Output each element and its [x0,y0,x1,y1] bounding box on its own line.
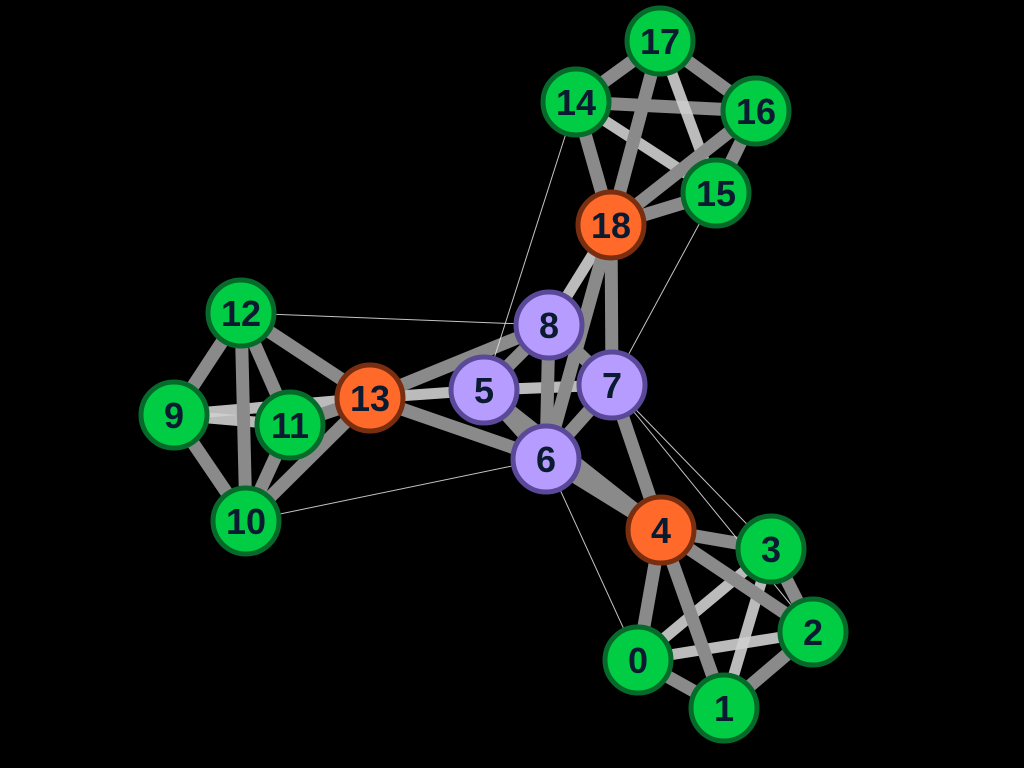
node-label-11: 11 [271,405,309,446]
node-13[interactable]: 13 [334,362,406,434]
node-11[interactable]: 11 [254,389,326,461]
node-label-1: 1 [714,688,734,729]
node-circle-16 [720,75,792,147]
node-0[interactable]: 0 [602,624,674,696]
node-18[interactable]: 18 [575,189,647,261]
node-circle-13 [334,362,406,434]
node-circle-15 [680,157,752,229]
node-label-14: 14 [556,82,596,123]
node-circle-2 [777,596,849,668]
edge-3-7 [611,384,772,550]
node-label-4: 4 [651,510,671,551]
edge-2-7 [611,384,814,633]
node-circle-7 [576,349,648,421]
node-2[interactable]: 2 [777,596,849,668]
edge-10-6 [245,458,547,522]
node-label-9: 9 [164,395,184,436]
node-9[interactable]: 9 [138,379,210,451]
node-circle-14 [540,66,612,138]
node-label-0: 0 [628,640,648,681]
node-label-12: 12 [221,293,261,334]
node-circle-1 [688,672,760,744]
node-8[interactable]: 8 [513,289,585,361]
node-7[interactable]: 7 [576,349,648,421]
node-circle-4 [625,494,697,566]
node-15[interactable]: 15 [680,157,752,229]
node-circle-3 [735,513,807,585]
node-label-7: 7 [602,365,622,406]
node-circle-5 [448,354,520,426]
node-circle-9 [138,379,210,451]
node-4[interactable]: 4 [625,494,697,566]
node-label-3: 3 [761,529,781,570]
edge-15-7 [611,192,717,386]
node-label-13: 13 [350,378,390,419]
node-1[interactable]: 1 [688,672,760,744]
node-circle-10 [210,485,282,557]
node-circle-6 [510,423,582,495]
node-circle-17 [624,5,696,77]
node-circle-12 [205,277,277,349]
node-label-5: 5 [474,370,494,411]
node-circle-0 [602,624,674,696]
node-16[interactable]: 16 [720,75,792,147]
edge-0-6 [545,458,639,661]
node-5[interactable]: 5 [448,354,520,426]
node-17[interactable]: 17 [624,5,696,77]
node-circle-11 [254,389,326,461]
node-12[interactable]: 12 [205,277,277,349]
node-3[interactable]: 3 [735,513,807,585]
node-circle-18 [575,189,647,261]
edge-12-8 [240,312,550,326]
node-label-16: 16 [736,91,776,132]
node-label-10: 10 [226,501,266,542]
node-label-6: 6 [536,439,556,480]
node-label-18: 18 [591,205,631,246]
node-14[interactable]: 14 [540,66,612,138]
node-label-15: 15 [696,173,736,214]
node-label-8: 8 [539,305,559,346]
edge-14-5 [483,101,577,391]
node-6[interactable]: 6 [510,423,582,495]
node-label-17: 17 [640,21,680,62]
node-label-2: 2 [803,612,823,653]
node-10[interactable]: 10 [210,485,282,557]
node-circle-8 [513,289,585,361]
